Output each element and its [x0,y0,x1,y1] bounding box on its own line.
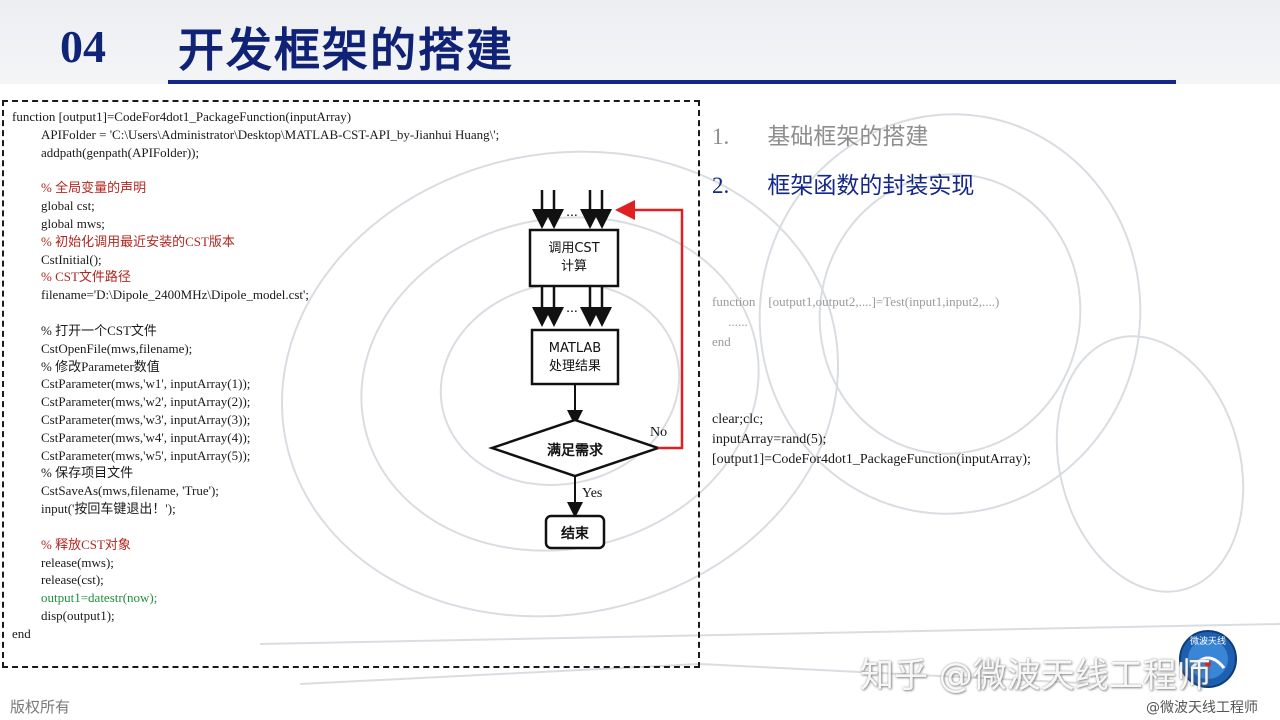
brand-logo-icon: 微波天线 [1179,630,1237,688]
box-cst-compute-label: 调用CST 计算 [548,241,600,274]
code-line: CstParameter(mws,'w3', inputArray(3)); [41,412,251,427]
code-line: release(cst); [41,572,104,588]
code-line: global mws; [41,216,105,231]
yes-label: Yes [582,486,603,501]
code-line: CstOpenFile(mws,filename); [41,340,193,356]
code-line: input('按回车键退出！'); [41,501,176,516]
code-line: function [output1]=CodeFor4dot1_PackageF… [12,109,352,124]
code-line: CstParameter(mws,'w1', inputArray(1)); [41,376,251,392]
signature-line: ...... [712,314,748,329]
outline-item-function-packaging[interactable]: 2. 框架函数的封装实现 [712,166,974,200]
code-line: % 保存项目文件 [41,465,134,481]
signature-line: function [output1,output2,....]=Test(inp… [712,294,1000,309]
header-band [0,0,1280,84]
outline-number: 2. [712,173,730,198]
code-line: % 释放CST对象 [41,536,131,552]
code-line: filename='D:\Dipole_2400MHz\Dipole_model… [41,287,309,303]
code-line: end [12,625,31,641]
slide-number: 04 [60,21,106,72]
author-handle: @微波天线工程师 [1146,700,1258,716]
ellipsis-middle: ... [566,299,578,315]
code-line: % 初始化调用最近安装的CST版本 [41,233,235,249]
ellipsis-top: ... [566,203,578,219]
input-arrows [532,190,612,229]
code-line: CstSaveAs(mws,filename, 'True'); [41,483,219,499]
zhihu-watermark: 知乎 @微波天线工程师 [860,656,1211,696]
call-example-line: inputArray=rand(5); [712,432,827,447]
end-terminal [544,514,606,550]
call-example-line: clear;clc; [712,412,764,427]
flowchart: ... ... [488,190,684,550]
no-loop-arrow [615,200,684,450]
code-line: disp(output1); [41,608,115,623]
code-line: release(mws); [41,554,114,570]
signature-line: end [712,334,731,349]
logo-text: 微波天线 [1190,635,1226,647]
outline-number: 1. [712,124,730,149]
code-line: CstParameter(mws,'w5', inputArray(5)); [41,447,251,463]
code-line: % CST文件路径 [41,269,131,285]
code-line: global cst; [41,198,95,214]
middle-arrows [532,286,612,327]
slide-title: 开发框架的搭建 [178,23,514,77]
call-example-line: [output1]=CodeFor4dot1_PackageFunction(i… [712,452,1031,467]
code-line: APIFolder = 'C:\Users\Administrator\Desk… [41,126,500,142]
code-line: output1=datestr(now); [41,590,158,606]
no-label: No [650,425,668,440]
code-line: CstParameter(mws,'w4', inputArray(4)); [41,429,251,445]
end-label: 结束 [561,526,589,542]
code-line: CstParameter(mws,'w2', inputArray(2)); [41,394,251,410]
code-line: % 打开一个CST文件 [41,323,157,338]
outline-label: 框架函数的封装实现 [767,173,975,199]
outline-label: 基础框架的搭建 [767,124,929,150]
code-line: CstInitial(); [41,251,102,267]
title-rule [168,80,1176,84]
code-line: % 修改Parameter数值 [41,358,160,374]
decision-label: 满足需求 [547,443,603,459]
code-line: % 全局变量的声明 [41,180,147,196]
box-matlab-process-label: MATLAB 处理结果 [548,341,602,374]
box-cst-compute [528,228,620,288]
copyright-text: 版权所有 [10,698,71,716]
outline-item-basic-framework[interactable]: 1. 基础框架的搭建 [712,117,928,151]
code-line: addpath(genpath(APIFolder)); [41,144,200,160]
code-panel: function [output1]=CodeFor4dot1_PackageF… [2,100,700,668]
